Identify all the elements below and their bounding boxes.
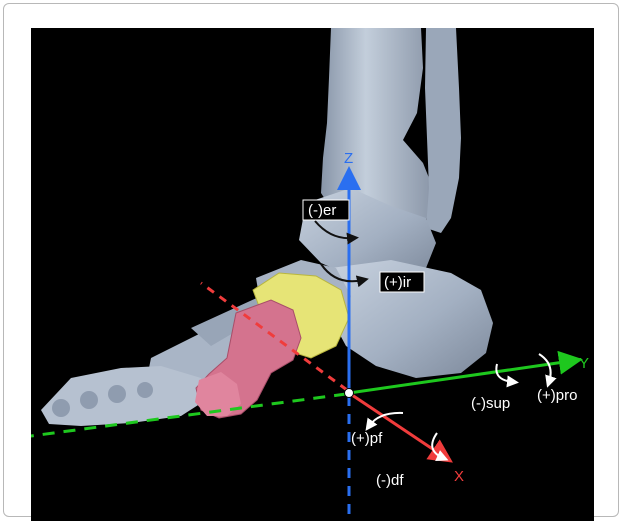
df-label: (-)df (376, 472, 404, 489)
er-label: (-)er (308, 202, 336, 219)
y-axis-label: Y (579, 355, 589, 372)
pro-label: (+)pro (537, 387, 577, 404)
axis-origin (345, 389, 354, 398)
sup-label: (-)sup (471, 395, 510, 412)
x-axis-label: X (454, 468, 464, 485)
ankle-foot-3d-render: Z Y X (-)er (+)ir (-)sup (+)pro (+)pf (-… (31, 28, 594, 521)
ir-label: (+)ir (384, 274, 411, 291)
z-axis-label: Z (344, 150, 353, 167)
pf-label: (+)pf (351, 430, 383, 447)
